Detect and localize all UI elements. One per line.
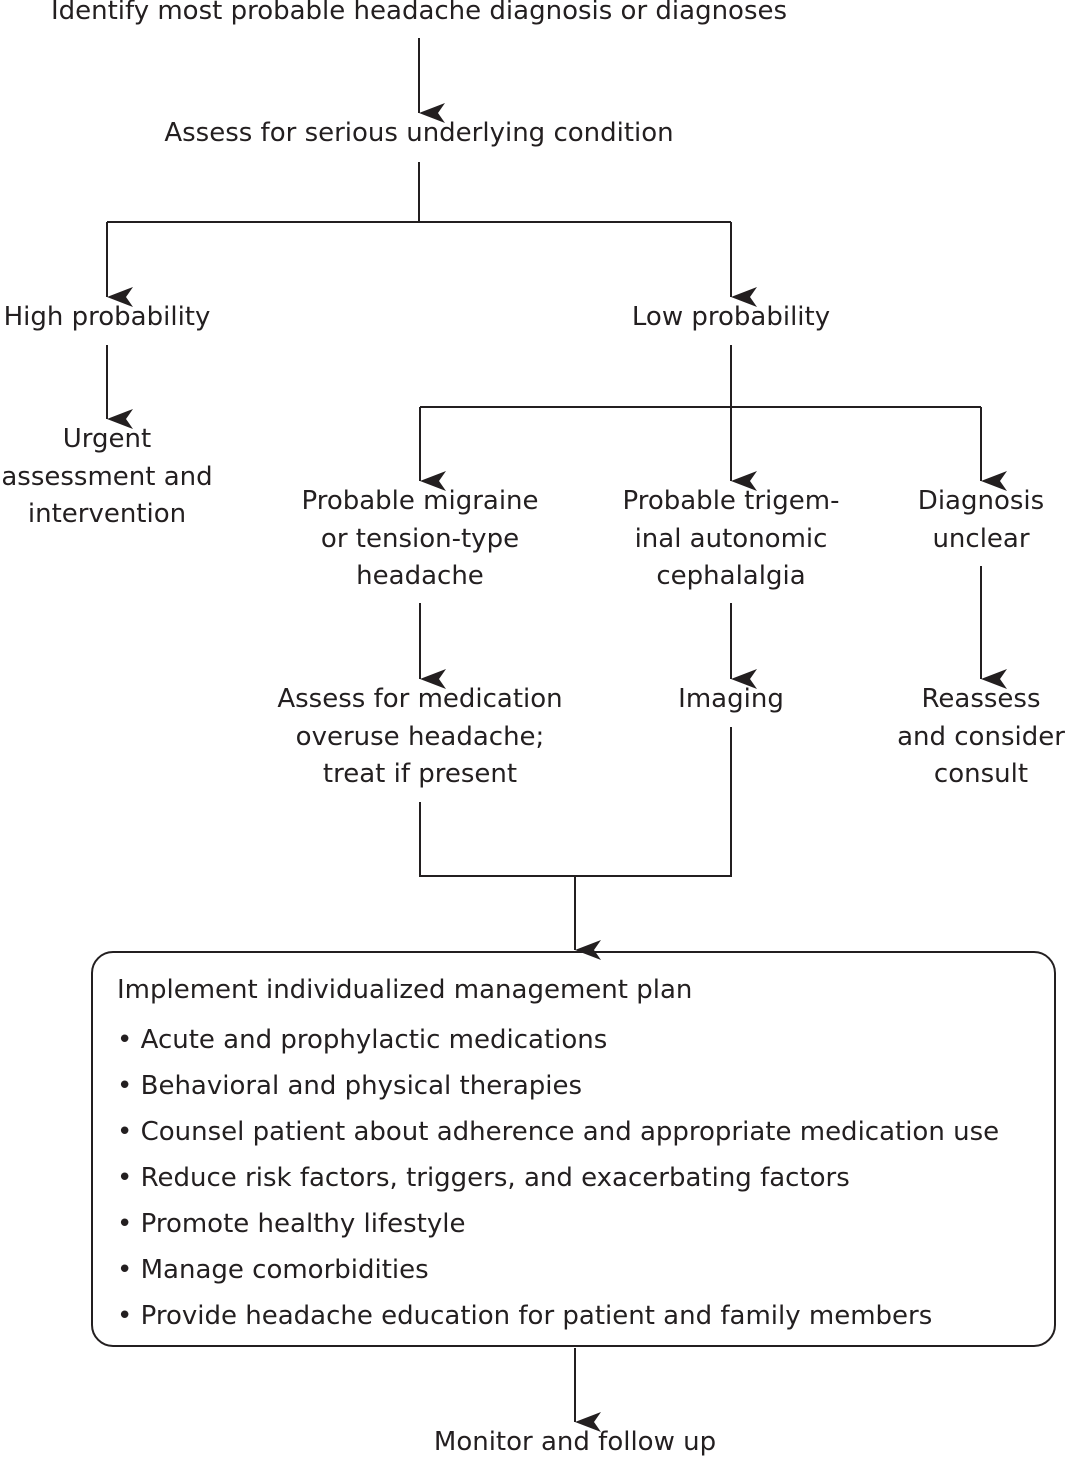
list-item: Manage comorbidities [117,1247,999,1293]
management-plan-list: Acute and prophylactic medications Behav… [117,1017,1000,1339]
node-line: Reassess [921,684,1041,714]
node-imaging: Imaging [678,684,784,714]
node-probable-trigeminal: Probable trigem- inal autonomic cephalal… [623,483,840,596]
node-medication-overuse: Assess for medication overuse headache; … [277,681,562,794]
node-urgent-assessment: Urgent assessment and intervention [1,421,212,534]
node-line: headache [356,561,484,591]
node-line: and consider [897,721,1065,752]
list-item: Counsel patient about adherence and appr… [117,1109,1000,1155]
node-line: Urgent [62,424,152,454]
node-assess-serious-condition: Assess for serious underlying condition [164,118,674,148]
list-item: Provide headache education for patient a… [117,1293,999,1339]
node-line: or tension-type [320,523,520,554]
management-plan-box: Implement individualized management plan… [91,951,1056,1347]
node-line: overuse headache; [295,721,545,752]
list-item: Behavioral and physical therapies [117,1063,999,1109]
node-line: assessment and [1,461,213,492]
connector-low-split [420,345,981,408]
node-low-probability: Low probability [631,302,831,332]
node-line: Probable migraine [301,486,539,516]
node-line: cephalalgia [656,561,806,591]
node-diagnosis-unclear: Diagnosis unclear [918,483,1044,558]
management-plan-title: Implement individualized management plan [117,975,693,1005]
list-item: Reduce risk factors, triggers, and exace… [117,1155,999,1201]
list-item: Promote healthy lifestyle [117,1201,999,1247]
node-line: inal autonomic [634,523,828,554]
node-line: consult [933,759,1029,789]
node-identify-diagnosis: Identify most probable headache diagnosi… [50,0,788,26]
node-high-probability: High probability [3,302,211,332]
node-line: Diagnosis [917,486,1045,516]
node-line: Assess for medication [277,684,563,714]
node-line: intervention [27,499,187,529]
node-line: unclear [932,523,1030,554]
node-probable-migraine: Probable migraine or tension-type headac… [301,483,538,596]
node-line: treat if present [322,759,518,789]
node-monitor-follow-up: Monitor and follow up [433,1427,717,1457]
node-reassess-consult: Reassess and consider consult [897,681,1065,794]
node-line: Probable trigem- [622,486,840,516]
connector-assess-split [107,162,731,223]
list-item: Acute and prophylactic medications [117,1017,999,1063]
